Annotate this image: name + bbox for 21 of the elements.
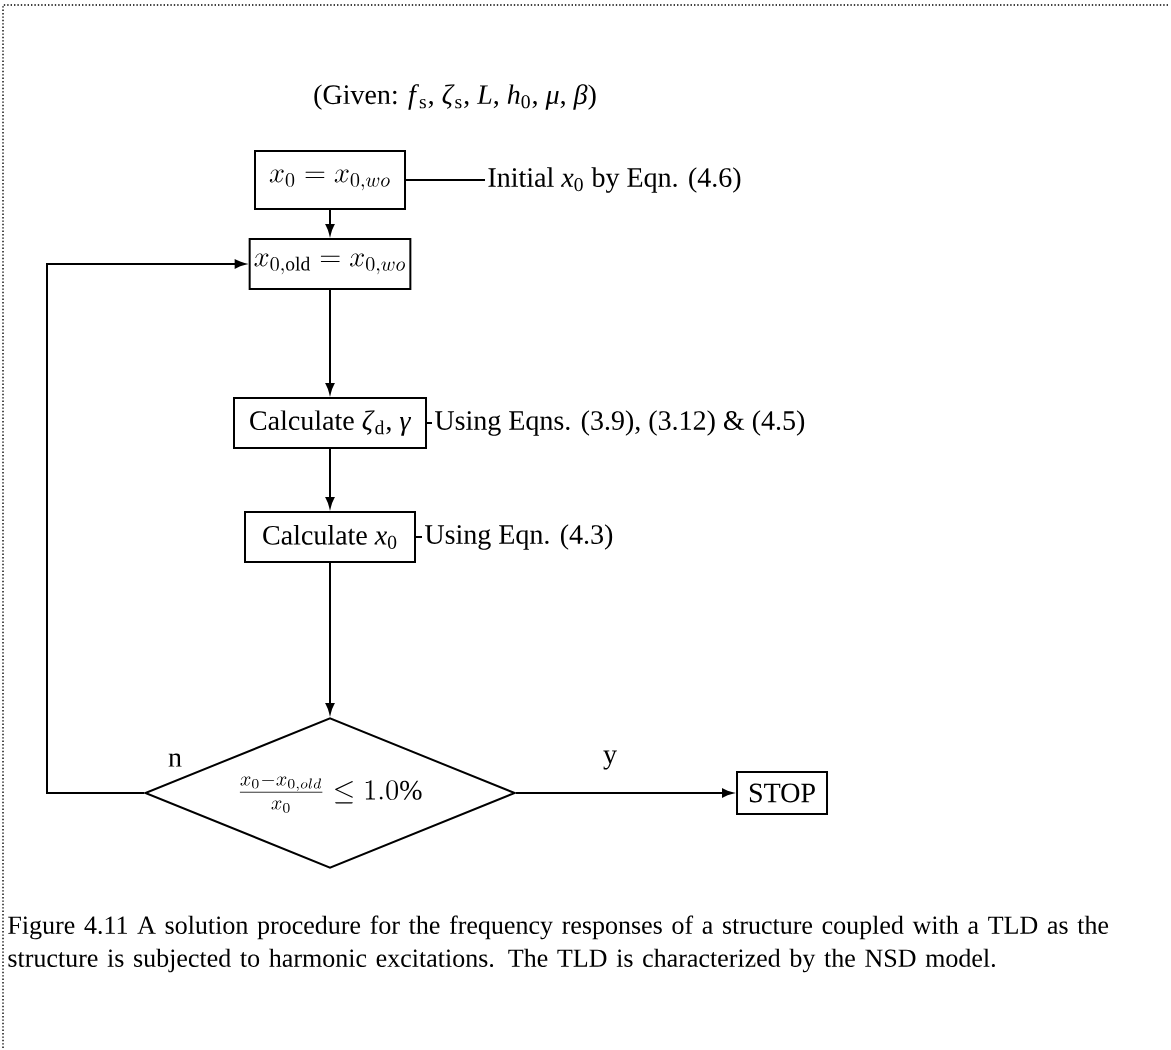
process-box: Calculate ζ$_{d}$, γ xyxy=(233,397,427,449)
given-text: (Given: f$_{s}$, ζ$_{s}$, L, h$_{0}$, μ, β) xyxy=(314,84,596,110)
edge-label: y xyxy=(601,748,619,772)
process-box: $x_{0,\mathrm{old}} = x_{0,wo}$ xyxy=(248,238,412,290)
leader-line xyxy=(405,179,486,181)
arrow xyxy=(515,788,733,798)
arrow xyxy=(325,289,335,394)
arrow xyxy=(325,562,335,714)
leader-line xyxy=(426,422,433,424)
leader-line xyxy=(415,536,423,538)
caption: Figure 4.11 A solution procedure for the frequency responses of a structure coupled with a TLD as the structure is subjected to harmonic excitations. The TLD is characterized by the NSD model. xyxy=(8,915,1109,973)
arrow xyxy=(46,259,246,794)
note-text: Using Eqns. (3.9), (3.12) & (4.5) xyxy=(435,410,805,436)
arrow xyxy=(325,448,335,508)
arrow xyxy=(325,209,335,235)
process-box: Calculate x$_{0}$ xyxy=(244,511,416,563)
process-box: $x_0 = x_{0,wo}$ xyxy=(254,150,406,210)
note-text: Initial x$_{0}$ by Eqn. (4.6) xyxy=(488,167,741,193)
edge-label: n xyxy=(166,751,184,769)
note-text: Using Eqn. (4.3) xyxy=(425,524,613,550)
stop-box: STOP xyxy=(736,771,828,815)
